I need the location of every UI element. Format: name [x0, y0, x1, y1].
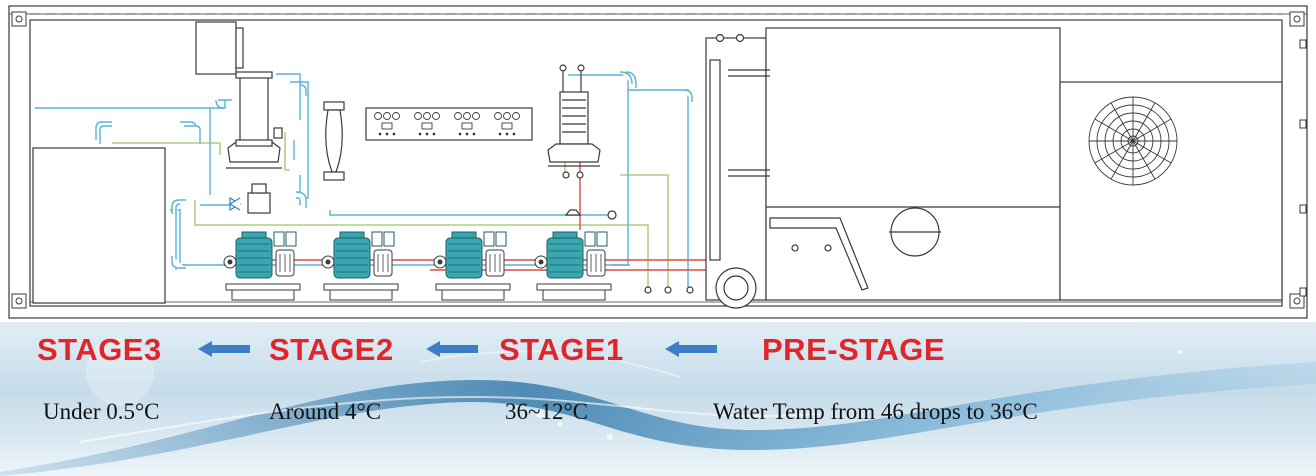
gauge-group-icon: [454, 112, 480, 136]
compressor-icon: [534, 231, 612, 301]
compressor-units: [223, 231, 612, 301]
pipe-elbows: [95, 71, 693, 269]
water-splash-graphic: [0, 338, 1316, 476]
stage2-temp: Around 4°C: [269, 399, 382, 424]
pre-stage-temp: Water Temp from 46 drops to 36°C: [713, 399, 1038, 424]
pre-stage-label: PRE-STAGE: [762, 332, 946, 367]
flow-meter: [323, 101, 345, 181]
ice-maker-room: [644, 27, 1283, 309]
stage1-temp: 36~12°C: [505, 399, 588, 424]
expansion-valve: [228, 183, 271, 214]
gauge-group-icon: [414, 112, 440, 136]
arrow-left-icon: [665, 341, 717, 357]
green-refrigerant-pipes: [112, 132, 669, 290]
compressor-icon: [433, 231, 511, 301]
arrow-left-icon: [198, 341, 250, 357]
stage3-temp: Under 0.5°C: [43, 399, 160, 424]
stage3-label: STAGE3: [37, 332, 162, 367]
compressor-icon: [321, 231, 399, 301]
plate-heat-exchanger: [547, 64, 617, 220]
water-tank: [32, 147, 166, 304]
ice-machine-container-diagram: [8, 5, 1308, 319]
stage2-label: STAGE2: [269, 332, 394, 367]
stage1-label: STAGE1: [499, 332, 624, 367]
evaporator-column-left: [226, 71, 283, 169]
gauge-panel: [365, 107, 533, 141]
gauge-group-icon: [494, 112, 520, 136]
condenser-fan-icon: [1088, 96, 1178, 186]
corner-castings: [11, 11, 1307, 309]
electric-control-box: [195, 21, 244, 75]
gauge-group-icon: [374, 112, 400, 136]
container-frame: [8, 5, 1308, 319]
compressor-icon: [223, 231, 301, 301]
stage-banner: STAGE3 STAGE2 STAGE1 PRE-STAGE Under 0.5…: [0, 322, 1316, 476]
arrow-left-icon: [426, 341, 478, 357]
